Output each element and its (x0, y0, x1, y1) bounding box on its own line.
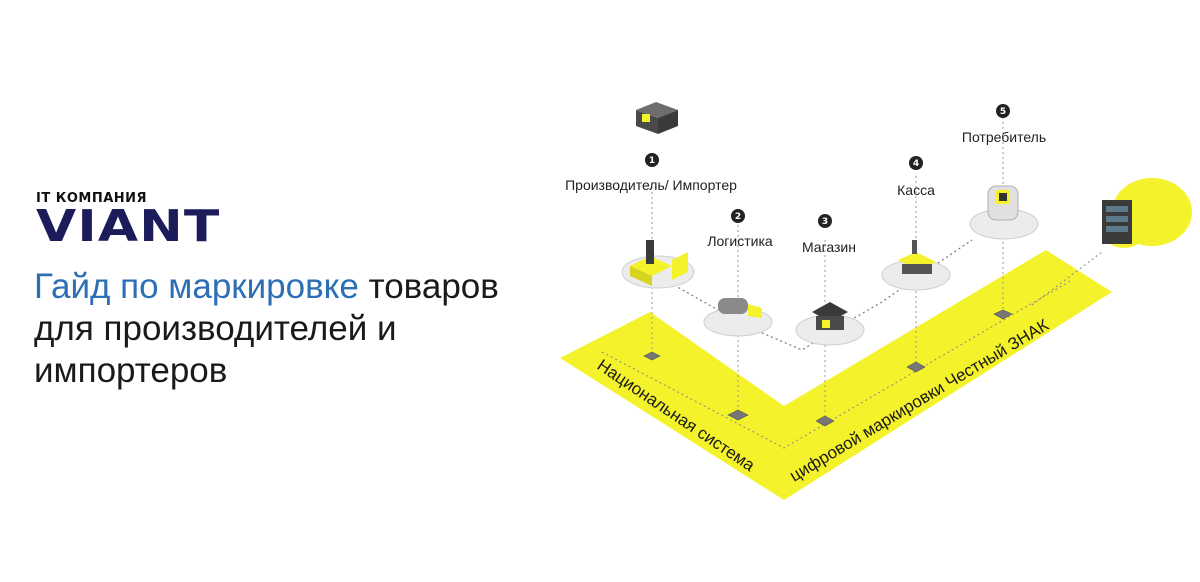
step-5-number: 5 (1000, 107, 1006, 117)
step-1-marker: 1 (645, 153, 659, 167)
package-icon (636, 102, 678, 134)
step-2-marker: 2 (731, 209, 745, 223)
headline-line3: импортеров (34, 351, 227, 390)
step-5-label: Потребитель (962, 129, 1046, 145)
step-4-marker: 4 (909, 156, 923, 170)
cloud-server-icon (1102, 178, 1192, 248)
step-2-label: Логистика (707, 233, 773, 249)
truck-icon (704, 298, 772, 336)
headline-line2: для производителей и (34, 309, 397, 348)
marking-diagram: 1 2 3 4 5 Производитель/ Импортер Логист… (512, 90, 1200, 502)
step-1-number: 1 (649, 156, 655, 166)
headline-accent: Гайд по маркировке (34, 267, 359, 306)
step-3-label: Магазин (802, 239, 856, 255)
headline: Гайд по маркировке товаров для производи… (34, 266, 594, 392)
step-5-marker: 5 (996, 104, 1010, 118)
step-4-number: 4 (913, 159, 919, 169)
step-3-marker: 3 (818, 214, 832, 228)
consumer-icon (970, 186, 1038, 239)
headline-rest: товаров (359, 267, 499, 306)
logo-name: VIANT (36, 205, 220, 249)
factory-icon (622, 240, 694, 288)
cash-register-icon (882, 240, 950, 290)
step-1-label: Производитель/ Импортер (565, 177, 737, 193)
step-4-label: Касса (897, 182, 935, 198)
step-3-number: 3 (822, 217, 828, 227)
logo: IT КОМПАНИЯ VIANT (36, 192, 192, 249)
step-2-number: 2 (735, 212, 741, 222)
shop-icon (796, 302, 864, 345)
yellow-band (560, 250, 1112, 500)
